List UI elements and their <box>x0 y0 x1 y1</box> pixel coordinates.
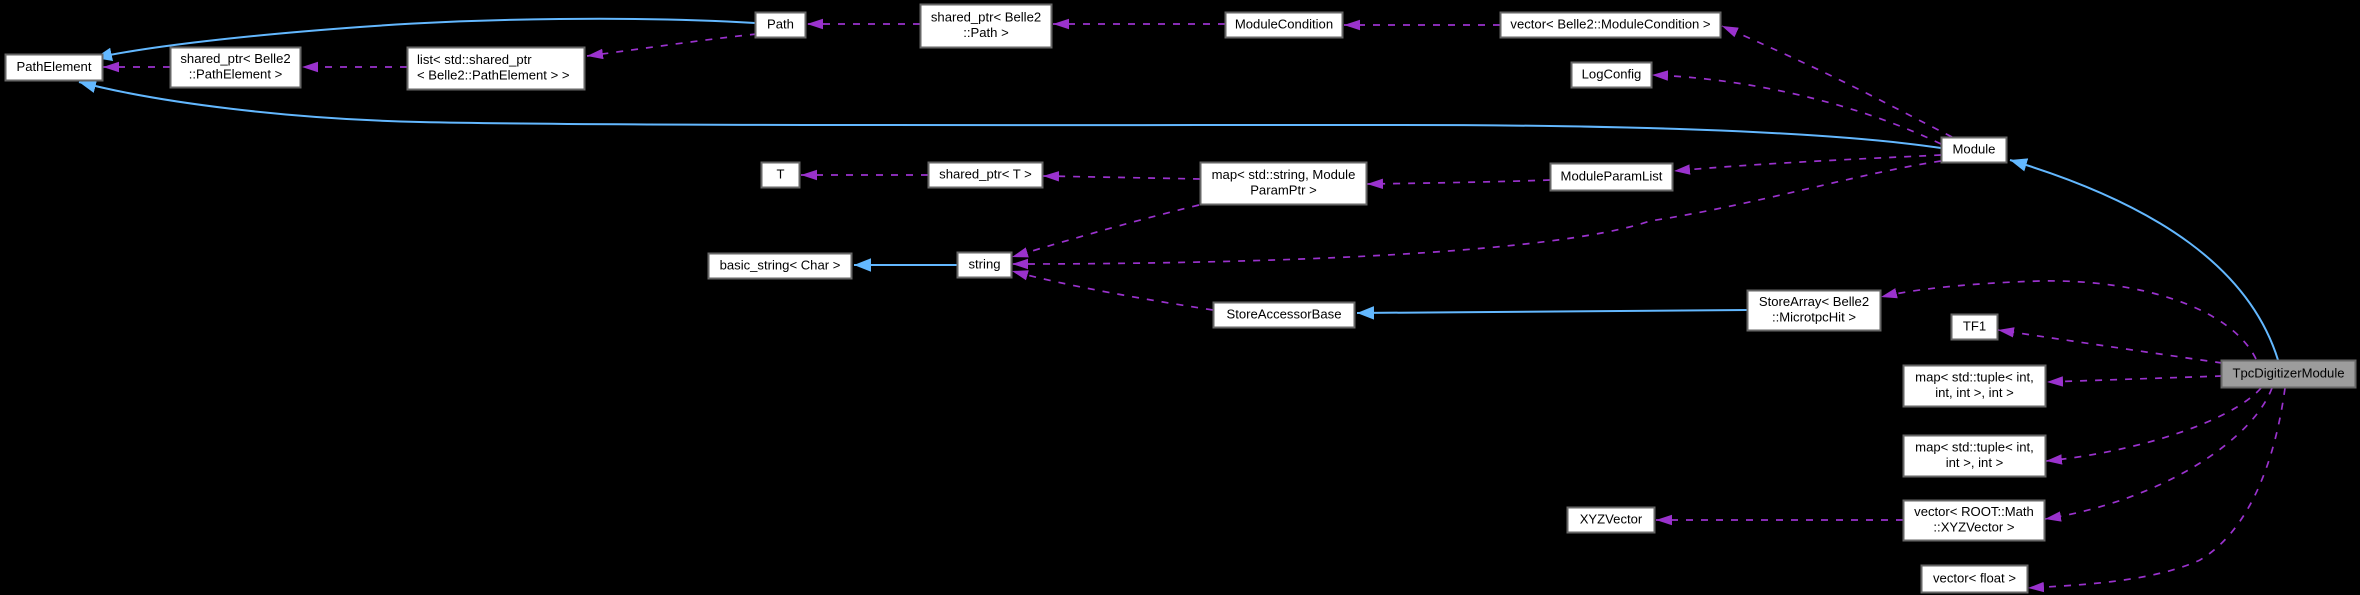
svg-text:::Path >: ::Path > <box>963 25 1009 40</box>
svg-text:Path: Path <box>767 16 794 31</box>
svg-text:map< std::tuple< int,: map< std::tuple< int, <box>1915 440 2034 455</box>
svg-text:int >, int >: int >, int > <box>1946 455 2004 470</box>
svg-text:map< std::string, Module: map< std::string, Module <box>1212 167 1356 182</box>
svg-text:vector< float >: vector< float > <box>1933 570 2016 585</box>
svg-text:shared_ptr< T >: shared_ptr< T > <box>939 166 1032 181</box>
svg-text:XYZVector: XYZVector <box>1580 511 1643 526</box>
svg-text:TF1: TF1 <box>1963 318 1986 333</box>
svg-text:vector< Belle2::ModuleConditio: vector< Belle2::ModuleCondition > <box>1510 16 1710 31</box>
svg-text:T: T <box>777 166 785 181</box>
svg-text:shared_ptr< Belle2: shared_ptr< Belle2 <box>180 51 290 66</box>
svg-text:< Belle2::PathElement > >: < Belle2::PathElement > > <box>417 68 570 83</box>
svg-text:ModuleCondition: ModuleCondition <box>1235 16 1333 31</box>
svg-text:StoreAccessorBase: StoreAccessorBase <box>1227 306 1342 321</box>
svg-text:PathElement: PathElement <box>17 59 92 74</box>
svg-text:string: string <box>968 256 1000 271</box>
svg-text:StoreArray< Belle2: StoreArray< Belle2 <box>1759 294 1869 309</box>
svg-text:Module: Module <box>1953 141 1996 156</box>
svg-text:LogConfig: LogConfig <box>1582 66 1642 81</box>
svg-text:ModuleParamList: ModuleParamList <box>1561 168 1663 183</box>
svg-text:::PathElement >: ::PathElement > <box>189 67 283 82</box>
svg-text:TpcDigitizerModule: TpcDigitizerModule <box>2232 365 2344 380</box>
svg-text:int, int >, int >: int, int >, int > <box>1935 385 2014 400</box>
svg-text:basic_string< Char >: basic_string< Char > <box>720 257 841 272</box>
svg-text:::MicrotpcHit >: ::MicrotpcHit > <box>1772 310 1856 325</box>
svg-text:list< std::shared_ptr: list< std::shared_ptr <box>417 52 532 67</box>
svg-text:::XYZVector >: ::XYZVector > <box>1933 520 2014 535</box>
svg-text:vector< ROOT::Math: vector< ROOT::Math <box>1914 504 2034 519</box>
svg-text:shared_ptr< Belle2: shared_ptr< Belle2 <box>931 10 1041 25</box>
svg-text:ParamPtr >: ParamPtr > <box>1250 183 1317 198</box>
svg-text:map< std::tuple< int,: map< std::tuple< int, <box>1915 370 2034 385</box>
